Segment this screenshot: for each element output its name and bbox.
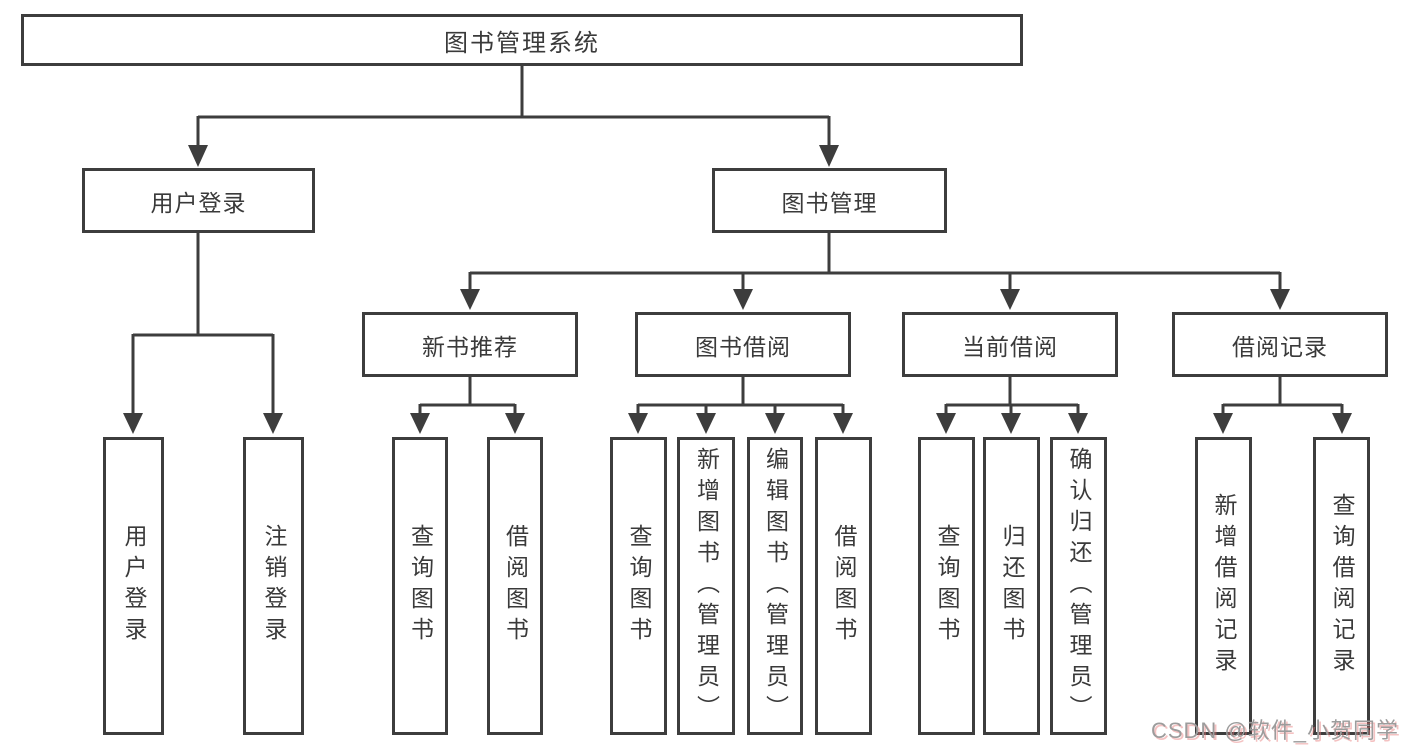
node-label: 图书管理 (781, 189, 878, 216)
leaf-add-books-admin: 新增图书（管理员） (677, 437, 735, 735)
node-label: 图书借阅 (695, 333, 791, 360)
leaf-return-books: 归还图书 (983, 437, 1040, 735)
leaf-confirm-return-admin: 确认归还（管理员） (1050, 437, 1107, 735)
leaf-logout: 注销登录 (243, 437, 304, 735)
node-label: 借阅图书 (502, 524, 529, 648)
node-label: 确认归还（管理员） (1066, 446, 1092, 726)
node-label: 借阅记录 (1232, 333, 1328, 360)
node-current-borrowing: 当前借阅 (902, 312, 1118, 377)
leaf-borrow-books-recommend: 借阅图书 (487, 437, 543, 735)
leaf-query-books-borrowing: 查询图书 (610, 437, 667, 735)
node-label: 图书管理系统 (444, 29, 600, 57)
node-label: 查询借阅记录 (1329, 493, 1355, 679)
leaf-edit-books-admin: 编辑图书（管理员） (747, 437, 803, 735)
node-label: 新增图书（管理员） (693, 446, 720, 726)
node-label: 当前借阅 (962, 333, 1058, 360)
node-label: 新书推荐 (422, 333, 518, 360)
node-label: 查询图书 (407, 524, 434, 648)
leaf-borrow-books-borrowing: 借阅图书 (815, 437, 872, 735)
node-label: 注销登录 (261, 524, 287, 648)
node-label: 用户登录 (150, 189, 247, 216)
node-label: 用户登录 (121, 524, 147, 648)
node-book-borrowing: 图书借阅 (635, 312, 851, 377)
node-label: 编辑图书（管理员） (762, 446, 789, 726)
node-label: 新增借阅记录 (1211, 493, 1237, 679)
leaf-query-borrow-record: 查询借阅记录 (1313, 437, 1370, 735)
node-label: 查询图书 (626, 524, 652, 648)
node-book-management: 图书管理 (712, 168, 947, 233)
node-book-management-system: 图书管理系统 (21, 14, 1023, 66)
node-label: 归还图书 (999, 524, 1025, 648)
node-user-login: 用户登录 (82, 168, 315, 233)
node-label: 查询图书 (934, 524, 960, 648)
leaf-add-borrow-record: 新增借阅记录 (1195, 437, 1252, 735)
leaf-query-books-recommend: 查询图书 (392, 437, 448, 735)
csdn-watermark: CSDN @软件_小贺同学 (1150, 718, 1399, 743)
node-borrowing-records: 借阅记录 (1172, 312, 1388, 377)
node-new-book-recommend: 新书推荐 (362, 312, 578, 377)
leaf-query-books-current: 查询图书 (918, 437, 975, 735)
node-label: 借阅图书 (831, 524, 857, 648)
leaf-user-login: 用户登录 (103, 437, 164, 735)
